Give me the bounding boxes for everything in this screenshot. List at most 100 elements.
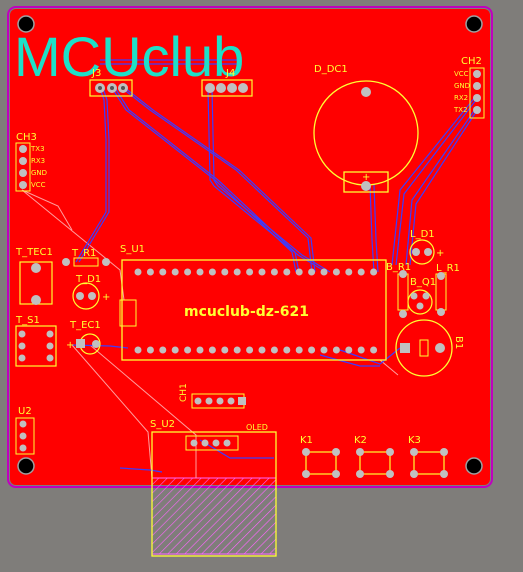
s-u1-label: S_U1 <box>120 244 145 255</box>
mcu-pin <box>208 346 216 354</box>
k3-label: K3 <box>408 435 421 446</box>
oled-label: OLED <box>246 423 268 432</box>
d-dc1-label: D_DC1 <box>314 64 348 75</box>
s-u2-label: S_U2 <box>150 419 175 430</box>
mcu-pin <box>146 346 154 354</box>
t-tec1-pad-2 <box>31 295 41 305</box>
b1-pad-1 <box>400 343 410 353</box>
u2-label: U2 <box>18 406 32 417</box>
oled-header <box>185 435 239 451</box>
key-outline <box>359 451 391 475</box>
mcu-pin <box>270 346 278 354</box>
mcu-pin <box>196 268 204 276</box>
ch2-label: CH2 <box>461 56 482 67</box>
mcu-pin <box>345 268 353 276</box>
u2-header <box>15 417 35 455</box>
l-d1-label: L_D1 <box>410 229 435 240</box>
antenna-keepout <box>151 477 277 555</box>
t-d1-outline <box>72 282 100 310</box>
svg-text:RX2: RX2 <box>454 94 468 102</box>
t-d1-plus: + <box>102 292 110 303</box>
mcu-pin <box>370 268 378 276</box>
t-r1-pad-2 <box>102 258 110 266</box>
mcu-pin <box>134 268 142 276</box>
ch2-pads <box>473 70 481 114</box>
mcu-pin <box>370 346 378 354</box>
t-tec1-label: T_TEC1 <box>15 247 53 258</box>
oled-outline <box>151 431 277 557</box>
mcu-pin <box>332 268 340 276</box>
t-ec1-plus: + <box>66 340 74 351</box>
j3-label: J3 <box>91 68 101 79</box>
s-u1-top-pins <box>134 268 378 276</box>
j3-header <box>89 79 133 97</box>
t-r1-body <box>73 257 99 267</box>
mcu-pin <box>184 268 192 276</box>
b1-body <box>419 339 429 357</box>
mcu-pin <box>246 346 254 354</box>
mcu-pin <box>134 346 142 354</box>
l-r1-label: L_R1 <box>436 263 460 274</box>
b1-pad-2 <box>435 343 445 353</box>
key-switches <box>302 448 448 478</box>
t-ec1-label: T_EC1 <box>69 320 101 331</box>
mcu-pin <box>221 268 229 276</box>
svg-text:GND: GND <box>454 82 470 90</box>
svg-text:TX3: TX3 <box>30 145 45 153</box>
key-pad <box>410 470 418 478</box>
svg-text:VCC: VCC <box>31 181 46 189</box>
key-pad <box>386 470 394 478</box>
key-pad <box>302 470 310 478</box>
mcu-pin <box>258 268 266 276</box>
key-pad <box>302 448 310 456</box>
key-pad <box>332 448 340 456</box>
key-pad <box>356 448 364 456</box>
j4-header <box>201 79 253 97</box>
ch3-pin-labels: TX3 RX3 GND VCC <box>30 145 47 189</box>
key-outline <box>305 451 337 475</box>
mcu-pin <box>184 346 192 354</box>
b-q1-label: B_Q1 <box>410 277 436 288</box>
s-u1-bottom-pins <box>134 346 378 354</box>
mcu-pin <box>159 268 167 276</box>
mcu-pin <box>171 268 179 276</box>
corner-holes <box>17 15 483 475</box>
mcu-pin <box>208 268 216 276</box>
mcu-pin <box>283 268 291 276</box>
mcu-pin <box>308 268 316 276</box>
k2-label: K2 <box>354 435 367 446</box>
mcu-pin <box>357 346 365 354</box>
mcu-pin <box>233 268 241 276</box>
ch2-pin-labels: VCC GND RX2 TX2 <box>453 70 470 114</box>
mcu-pin <box>332 346 340 354</box>
t-r1-pad-1 <box>62 258 70 266</box>
mcu-pin <box>295 268 303 276</box>
buzzer-pad-2 <box>361 181 371 191</box>
ch3-pads <box>19 145 27 189</box>
b1-label: B1 <box>453 336 464 349</box>
u2-pads <box>19 420 27 452</box>
t-ec1-pad-1 <box>76 339 85 348</box>
mcu-pin <box>196 346 204 354</box>
s-u1-notch <box>119 299 137 327</box>
t-s1-outline <box>15 325 57 367</box>
ch1-pads <box>194 397 246 405</box>
t-ec1-pad-2 <box>92 340 100 348</box>
b1-outline <box>395 319 453 377</box>
buzzer-plus: + <box>362 172 370 183</box>
t-s1-pads <box>18 330 54 362</box>
b-q1-pads <box>410 292 430 310</box>
board-edge-traces <box>21 189 399 479</box>
svg-text:VCC: VCC <box>454 70 469 78</box>
logo: MCUclub <box>14 25 244 88</box>
mcu-pin <box>283 346 291 354</box>
t-tec1-pad-1 <box>31 263 41 273</box>
l-d1-pad-1 <box>412 248 420 256</box>
ch3-label: CH3 <box>16 132 37 143</box>
key-pad <box>356 470 364 478</box>
mcu-pin <box>159 346 167 354</box>
buzzer-pad-1 <box>361 87 371 97</box>
t-d1-label: T_D1 <box>75 274 101 285</box>
mcu-pin <box>171 346 179 354</box>
t-d1-pad-1 <box>76 292 84 300</box>
